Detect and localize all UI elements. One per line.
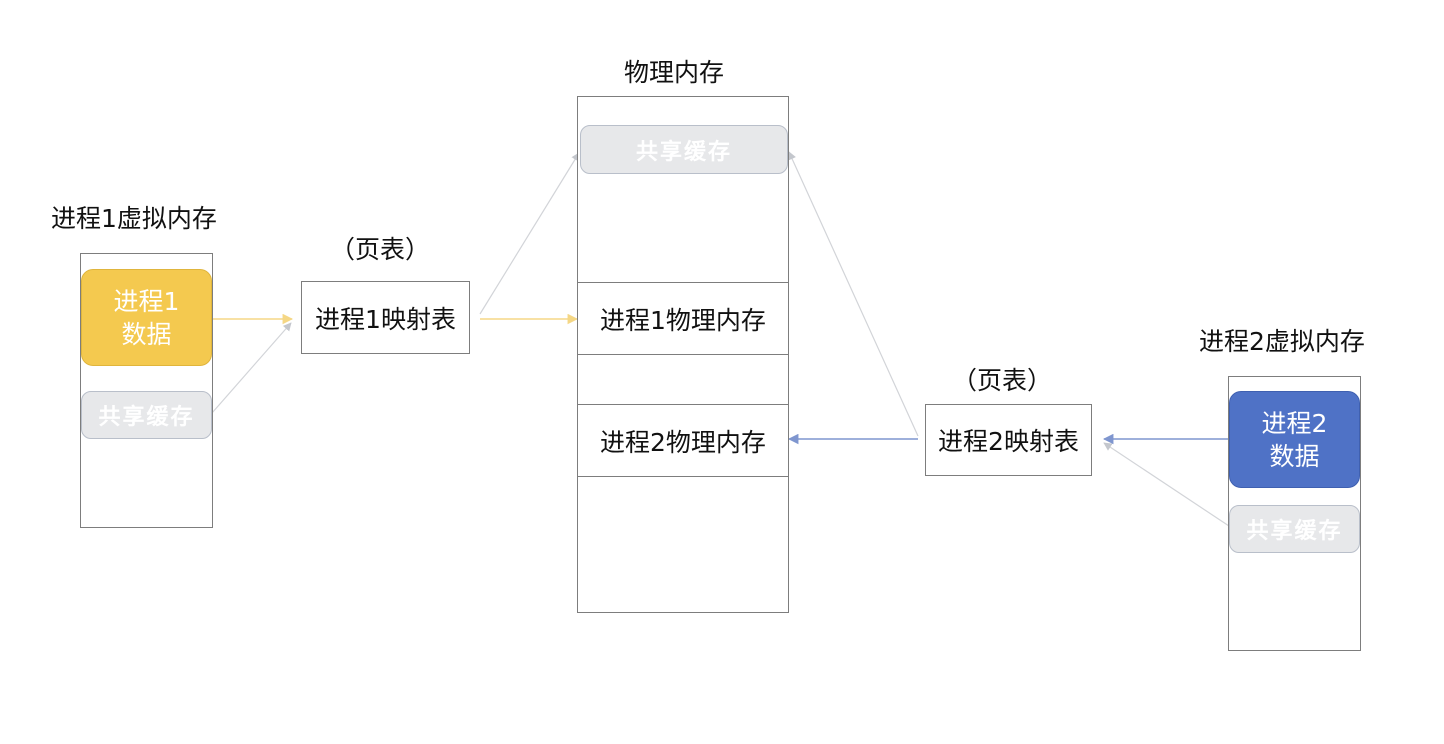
arrow-p2-shared-to-table bbox=[1103, 442, 1230, 527]
arrow-table1-to-shared bbox=[479, 152, 580, 315]
process2-mapping-table: 进程2映射表 bbox=[925, 404, 1092, 476]
process1-data-block: 进程1 数据 bbox=[81, 269, 212, 366]
process2-virtual-memory-title: 进程2虚拟内存 bbox=[1199, 327, 1365, 356]
physical-memory-title: 物理内存 bbox=[624, 58, 725, 87]
process1-virtual-memory-title: 进程1虚拟内存 bbox=[51, 204, 217, 233]
process2-data-block: 进程2 数据 bbox=[1229, 391, 1360, 488]
process1-data-label-line1: 进程1 bbox=[113, 286, 180, 316]
process2-page-table-caption: （页表） bbox=[952, 366, 1053, 395]
process2-data-label-line1: 进程2 bbox=[1261, 408, 1328, 438]
process1-shared-cache-block: 共享缓存 bbox=[81, 391, 212, 439]
arrow-p1-shared-to-table bbox=[211, 322, 292, 414]
physical-shared-cache-block: 共享缓存 bbox=[580, 125, 788, 174]
process2-shared-cache-block: 共享缓存 bbox=[1229, 505, 1360, 553]
process1-page-table-caption: （页表） bbox=[330, 235, 431, 264]
process2-physical-memory-region: 进程2物理内存 bbox=[577, 404, 789, 477]
process1-physical-memory-region: 进程1物理内存 bbox=[577, 282, 789, 355]
arrow-table2-to-shared bbox=[788, 151, 919, 437]
process1-mapping-table: 进程1映射表 bbox=[301, 281, 470, 354]
process1-data-label-line2: 数据 bbox=[121, 319, 172, 349]
process2-data-label-line2: 数据 bbox=[1269, 441, 1320, 471]
